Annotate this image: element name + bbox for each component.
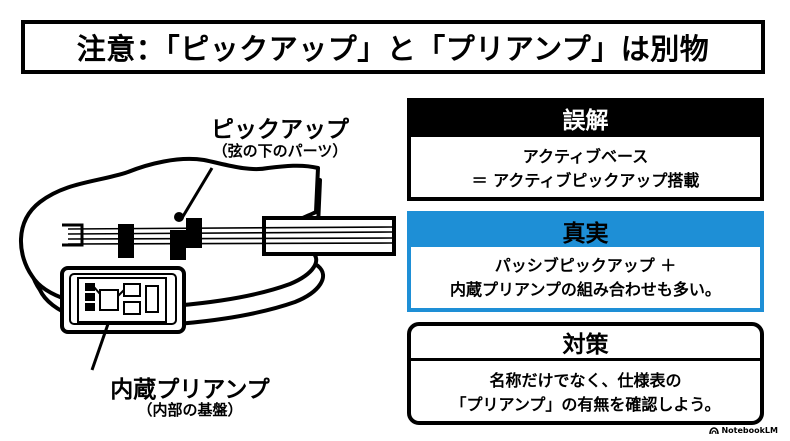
pickup-2 [170, 230, 186, 260]
truth-card: 真実 パッシブピックアップ ＋ 内蔵プリアンプの組み合わせも多い。 [407, 211, 764, 312]
pickup-3 [186, 218, 202, 248]
preamp-pointer [90, 323, 110, 371]
pickup-1 [118, 224, 134, 258]
countermeasure-heading: 対策 [411, 326, 760, 361]
misconception-line-2: ＝ アクティブピックアップ搭載 [471, 171, 700, 190]
pickup-pointer [180, 167, 214, 219]
pickup-sublabel: （弦の下のパーツ） [212, 142, 348, 160]
truth-body: パッシブピックアップ ＋ 内蔵プリアンプの組み合わせも多い。 [411, 247, 760, 308]
brand-watermark: NotebookLM [709, 426, 778, 435]
misconception-heading: 誤解 [411, 102, 760, 137]
pickup-pointer-dot [174, 212, 184, 222]
title-banner: 注意：「ピックアップ」と「プリアンプ」は別物 [21, 20, 765, 74]
truth-line-2: 内蔵プリアンプの組み合わせも多い。 [450, 279, 721, 299]
misconception-card: 誤解 アクティブベース ＝ アクティブピックアップ搭載 [407, 98, 764, 201]
preamp-label: 内蔵プリアンプ [110, 377, 270, 403]
bridge [62, 223, 84, 247]
notebooklm-logo-icon [709, 426, 720, 434]
neck [262, 216, 396, 256]
countermeasure-line-1: 名称だけでなく、仕様表の [489, 371, 682, 390]
countermeasure-line-2: 「プリアンプ」の有無を確認しよう。 [450, 395, 721, 414]
misconception-body: アクティブベース ＝ アクティブピックアップ搭載 [411, 137, 760, 197]
board-components [85, 283, 159, 315]
pickup-label: ピックアップ [211, 117, 349, 143]
countermeasure-body: 名称だけでなく、仕様表の 「プリアンプ」の有無を確認しよう。 [411, 361, 760, 421]
preamp-sublabel: （内部の基盤） [137, 401, 243, 419]
preamp-cavity-inner [69, 273, 177, 325]
misconception-line-1: アクティブベース [522, 147, 649, 166]
page-title: 注意：「ピックアップ」と「プリアンプ」は別物 [76, 32, 710, 66]
bass-guitar-illustration [19, 156, 396, 371]
bass-diagram: ピックアップ （弦の下のパーツ） 内蔵プリアンプ （内部の基盤） [0, 80, 400, 441]
countermeasure-card: 対策 名称だけでなく、仕様表の 「プリアンプ」の有無を確認しよう。 [407, 322, 764, 425]
brand-name: NotebookLM [721, 426, 778, 435]
truth-heading: 真実 [411, 215, 760, 247]
truth-line-1: パッシブピックアップ ＋ [494, 255, 677, 275]
